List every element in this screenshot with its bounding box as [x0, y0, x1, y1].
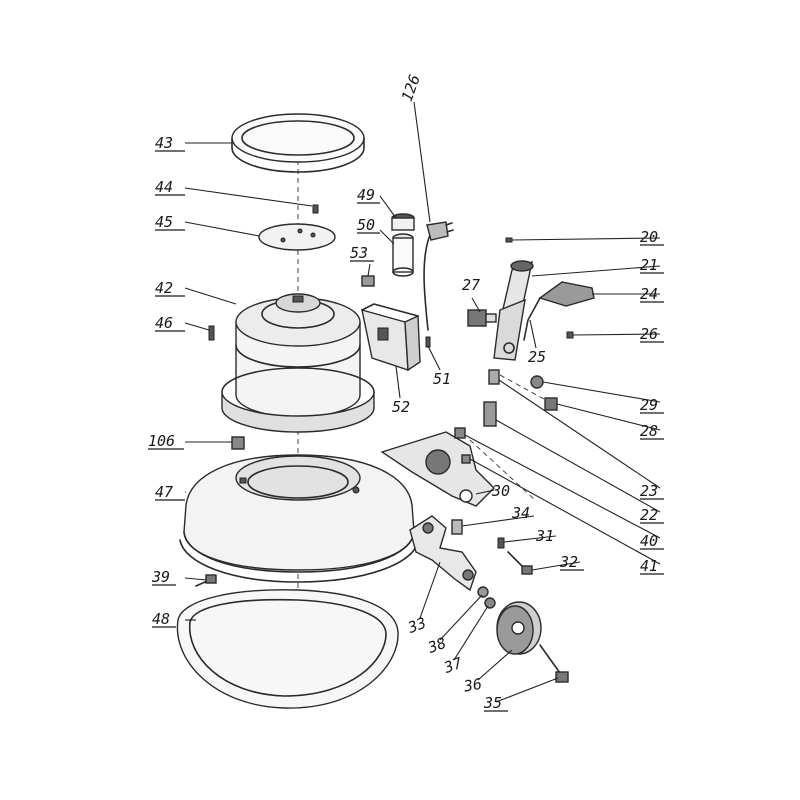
part-44-screw [312, 204, 319, 214]
part-32-bolt [507, 551, 533, 575]
part-30-bracket [380, 431, 495, 507]
callout-23: 23 [640, 482, 658, 500]
callout-33: 33 [405, 614, 429, 637]
part-41-clip [461, 454, 471, 464]
callout-26: 26 [640, 325, 658, 343]
callout-43: 43 [155, 134, 173, 152]
part-22-block [483, 401, 497, 427]
part-47-base-shell [179, 454, 419, 583]
callout-53: 53 [350, 244, 368, 262]
callout-22: 22 [640, 506, 658, 524]
callout-41: 41 [640, 557, 658, 575]
callout-44: 44 [155, 178, 173, 196]
handle-axis-line [499, 374, 556, 406]
callout-48: 48 [152, 610, 170, 628]
callout-49: 49 [357, 186, 375, 204]
part-29-washer [530, 375, 544, 389]
callout-30: 30 [491, 482, 510, 500]
part-37-washer [484, 597, 496, 609]
label-underlines [148, 150, 664, 712]
callout-40: 40 [640, 532, 658, 550]
part-31-pin [497, 537, 505, 549]
callout-39: 39 [151, 568, 170, 586]
callout-47: 47 [155, 483, 173, 501]
callout-labels: 43 44 45 42 46 49 50 53 126 51 52 20 21 … [148, 72, 658, 712]
part-33-linkage [409, 515, 477, 592]
callout-38: 38 [425, 634, 449, 657]
part-23-spring [488, 369, 500, 385]
part-28-nut [544, 397, 558, 411]
callout-25: 25 [528, 348, 546, 366]
callout-24: 24 [640, 285, 658, 303]
part-40-clip [454, 427, 466, 439]
callout-27: 27 [462, 276, 480, 294]
callout-36: 36 [461, 675, 483, 696]
pedal-axis-line [469, 439, 536, 501]
callout-50: 50 [357, 216, 375, 234]
part-106-cap [231, 436, 245, 450]
part-21-handle-tube [493, 260, 534, 361]
callout-126: 126 [398, 72, 424, 104]
part-35-axle [539, 644, 569, 683]
part-46-screw [208, 325, 215, 341]
part-43-top-ring [231, 113, 365, 173]
callout-52: 52 [392, 398, 410, 416]
part-27-knob [467, 309, 497, 327]
callout-45: 45 [155, 213, 173, 231]
part-53-nut [361, 275, 375, 287]
callout-34: 34 [511, 504, 530, 522]
callout-106: 106 [148, 432, 175, 450]
part-39-screw [195, 574, 217, 587]
part-52-bracket [361, 303, 421, 372]
part-45-plate [258, 223, 336, 251]
part-50-cylinder [392, 233, 414, 277]
part-48-bumper [176, 589, 399, 709]
part-38-washer [477, 586, 489, 598]
callout-29: 29 [640, 396, 658, 414]
part-34-spring [451, 519, 463, 535]
callout-51: 51 [433, 370, 451, 388]
part-36-wheel [496, 601, 542, 655]
part-51-screw [425, 336, 431, 348]
part-42-motor-housing [221, 293, 375, 433]
part-24-pedal-lever [523, 281, 595, 341]
callout-20: 20 [640, 228, 658, 246]
leader-lines [184, 101, 661, 703]
part-126-cord [423, 221, 454, 331]
callout-21: 21 [640, 256, 658, 274]
part-49-cap [391, 213, 415, 231]
callout-28: 28 [640, 422, 658, 440]
part-20-screw [505, 237, 513, 243]
callout-42: 42 [155, 279, 173, 297]
callout-37: 37 [441, 654, 465, 677]
callout-32: 32 [559, 553, 578, 571]
callout-46: 46 [155, 314, 173, 332]
callout-35: 35 [483, 694, 502, 712]
part-26-nut [566, 331, 574, 339]
callout-31: 31 [535, 527, 554, 545]
